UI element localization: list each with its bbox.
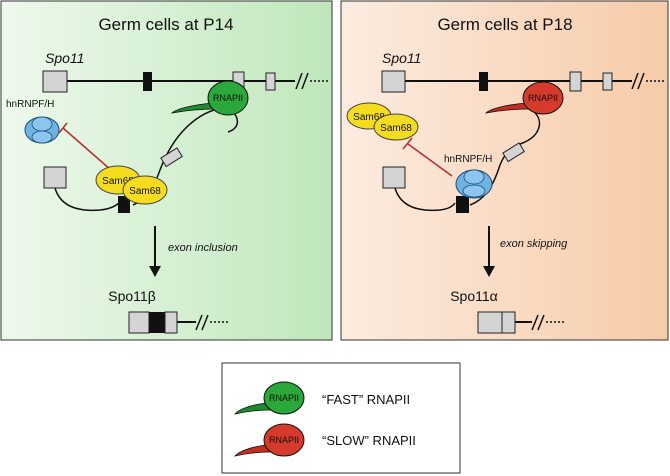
exon-alternative xyxy=(143,72,152,91)
exon-3 xyxy=(569,71,582,92)
legend-box xyxy=(221,362,461,474)
exon-1 xyxy=(42,70,68,93)
inhibition-line xyxy=(62,127,112,171)
legend-rnapii-fast xyxy=(263,381,305,415)
arrow-head xyxy=(483,266,495,277)
pre-mrna xyxy=(394,187,456,212)
rnapii-label: RNAPII xyxy=(269,435,299,445)
panel-p14: Germ cells at P14 Spo11 RNAPII hnRNPF/H xyxy=(0,0,333,341)
break-mark xyxy=(631,72,639,90)
break-mark xyxy=(301,72,309,90)
arrow-head xyxy=(149,266,161,277)
legend: RNAPII “FAST” RNAPII RNAPII “SLOW” RNAPI… xyxy=(221,362,461,474)
panel-title: Germ cells at P18 xyxy=(437,15,572,34)
hnrnp-protein xyxy=(31,130,53,144)
break-mark xyxy=(531,314,539,331)
sam68-label: Sam68 xyxy=(129,186,161,197)
legend-text: “FAST” RNAPII xyxy=(322,392,410,407)
rnapii-label: RNAPII xyxy=(213,93,243,103)
step-label: exon inclusion xyxy=(168,242,238,254)
sam68-protein xyxy=(373,113,419,141)
exon-4 xyxy=(602,72,613,91)
exon-alternative-on-rna xyxy=(118,196,130,213)
rnapii-slow xyxy=(522,81,564,115)
product-label: Spo11β xyxy=(108,288,156,304)
inhibition-bar xyxy=(402,137,413,150)
exon-1-on-rna xyxy=(382,166,406,189)
legend-item-fast: RNAPII “FAST” RNAPII xyxy=(234,381,410,415)
legend-item-slow: RNAPII “SLOW” RNAPII xyxy=(234,423,416,457)
sam68-protein xyxy=(122,175,168,205)
factor-label: hnRNPF/H xyxy=(444,154,492,165)
product-label: Spo11α xyxy=(450,288,498,304)
gene-label: Spo11 xyxy=(45,50,84,66)
rnapii-tail xyxy=(234,402,271,415)
legend-rnapii-slow xyxy=(263,423,305,457)
mrna-exon-alternative xyxy=(149,312,165,333)
exon-on-rna xyxy=(502,142,525,163)
break-mark xyxy=(637,72,645,90)
panel-title: Germ cells at P14 xyxy=(98,15,233,34)
sam68-label: Sam68 xyxy=(380,123,412,134)
rnapii-tail xyxy=(234,444,271,457)
exon-1 xyxy=(381,70,406,93)
mrna-exon-1 xyxy=(477,311,503,334)
break-mark xyxy=(537,314,545,331)
exon-alternative-on-rna xyxy=(456,196,469,213)
factor-label: hnRNPF/H xyxy=(6,99,54,110)
mrna-exon-3 xyxy=(501,311,516,334)
break-mark xyxy=(201,314,209,331)
sam68-label: Sam68 xyxy=(353,112,385,123)
rnapii-tail xyxy=(170,102,219,114)
break-mark xyxy=(195,314,203,331)
rnapii-label: RNAPII xyxy=(528,93,558,103)
exon-1-on-rna xyxy=(43,166,67,189)
exon-4 xyxy=(265,72,276,91)
legend-text: “SLOW” RNAPII xyxy=(322,433,416,448)
rnapii-label: RNAPII xyxy=(269,393,299,403)
rnapii-fast xyxy=(207,80,249,116)
exon-alternative xyxy=(479,72,488,91)
inhibition-line xyxy=(407,143,453,177)
mrna-exon-1 xyxy=(128,311,150,334)
sam68-label: Sam68 xyxy=(102,176,134,187)
inhibition-bar xyxy=(58,122,68,134)
mrna-exon-3 xyxy=(164,311,178,334)
rnapii-tail xyxy=(484,102,531,114)
hnrnp-protein xyxy=(462,184,486,198)
break-mark xyxy=(295,72,303,90)
hnrnp-protein xyxy=(31,116,53,132)
exon-on-rna xyxy=(160,147,183,168)
panel-p18: Germ cells at P18 Spo11 RNAPII Sam68 Sam… xyxy=(340,0,669,341)
hnrnp-protein xyxy=(463,169,485,185)
step-label: exon skipping xyxy=(500,238,568,250)
gene-label: Spo11 xyxy=(382,50,421,66)
